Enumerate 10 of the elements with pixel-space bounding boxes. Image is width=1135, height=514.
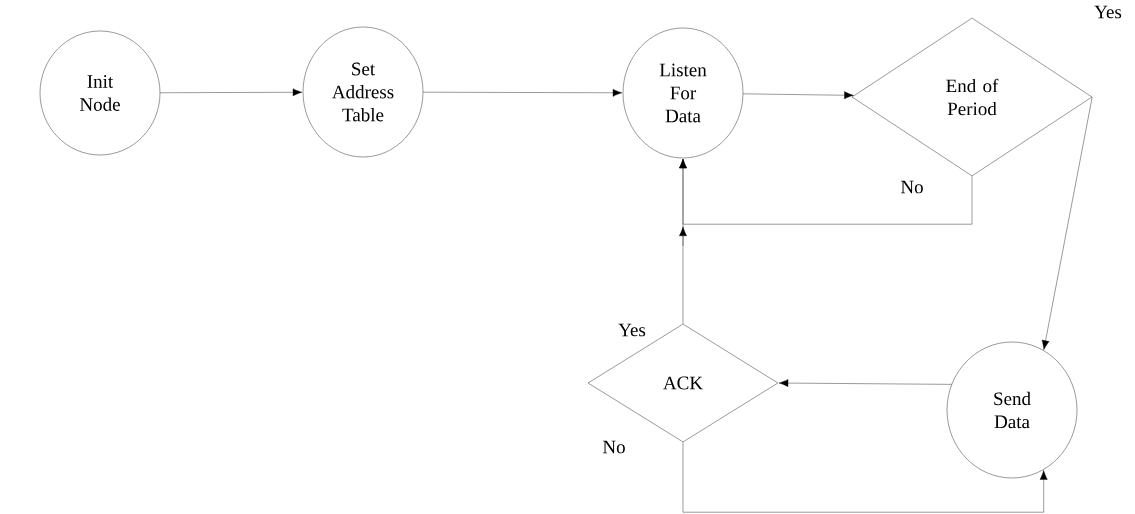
arrow	[743, 91, 854, 100]
edge-label: Yes	[617, 322, 647, 338]
edge-label: No	[899, 179, 925, 195]
arrow	[160, 88, 303, 97]
arrow	[679, 158, 687, 324]
edge-label: Yes	[1093, 4, 1123, 20]
arrow	[423, 88, 623, 97]
arrow	[682, 442, 1048, 513]
arrow	[778, 379, 952, 387]
arrow	[1041, 96, 1093, 350]
